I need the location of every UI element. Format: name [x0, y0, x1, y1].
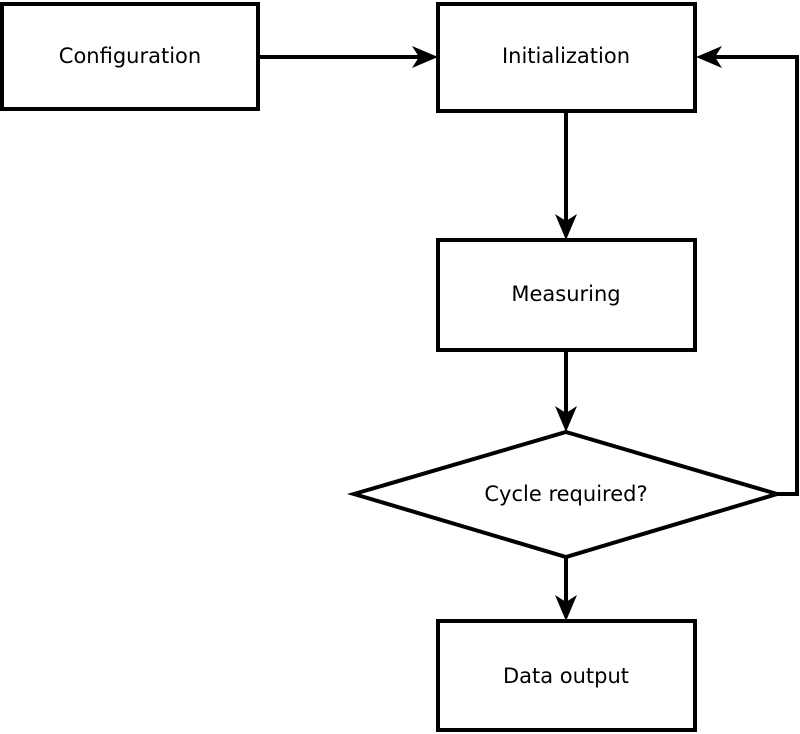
arrow-head-cycle-required-to-data-output — [555, 595, 577, 621]
node-shape-measuring[interactable] — [436, 238, 697, 352]
node-measuring[interactable]: Measuring — [436, 238, 697, 352]
edge-measuring-to-cycle-required — [555, 350, 577, 432]
node-configuration[interactable]: Configuration — [0, 2, 260, 111]
edge-cycle-required-to-data-output — [555, 557, 577, 621]
node-label-cycle-required: Cycle required? — [484, 482, 647, 506]
node-initialization[interactable]: Initialization — [436, 2, 697, 113]
edge-line-cycle-required-to-initialization — [711, 55, 799, 496]
node-shape-data-output[interactable] — [436, 619, 697, 732]
node-data-output[interactable]: Data output — [436, 619, 697, 732]
arrow-head-configuration-to-initialization — [412, 46, 438, 68]
node-label-measuring: Measuring — [511, 282, 620, 306]
edge-configuration-to-initialization — [259, 46, 438, 68]
node-shape-initialization[interactable] — [436, 2, 697, 113]
edge-initialization-to-measuring — [555, 112, 577, 240]
node-cycle-required[interactable]: Cycle required? — [346, 429, 785, 560]
node-label-data-output: Data output — [503, 664, 629, 688]
node-label-initialization: Initialization — [502, 44, 630, 68]
arrow-head-initialization-to-measuring — [555, 214, 577, 240]
arrow-head-measuring-to-cycle-required — [555, 406, 577, 432]
node-shape-configuration[interactable] — [0, 2, 260, 111]
node-shape-cycle-required[interactable] — [346, 429, 785, 560]
node-label-configuration: Configuration — [59, 44, 201, 68]
arrow-head-cycle-required-to-initialization — [696, 46, 722, 68]
edge-cycle-required-to-initialization — [696, 46, 799, 496]
